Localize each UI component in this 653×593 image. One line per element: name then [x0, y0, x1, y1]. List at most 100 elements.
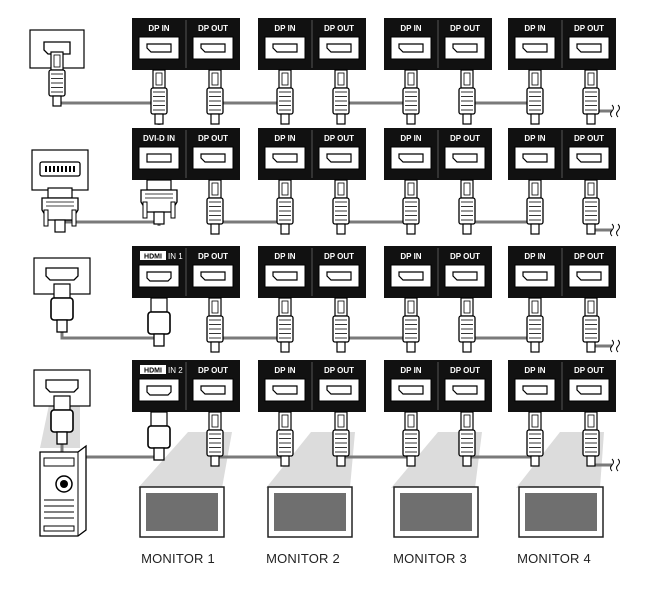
plug-r2-m2-out-strain	[336, 223, 346, 235]
plug-r3-m3-out-tip-inner	[463, 300, 471, 314]
source-3-plug-tip	[53, 283, 71, 299]
panel-r2-m2-in-label: DP IN	[274, 134, 295, 143]
source-2-plug-strain	[54, 219, 66, 233]
plug-r4-m4-in-strain	[530, 455, 540, 467]
panel-r3-m3-out-label: DP OUT	[450, 252, 480, 261]
plug-r2-m2-in-strain	[280, 223, 290, 235]
source-2-pin-3	[57, 166, 59, 172]
source-3-plug-strain	[56, 319, 68, 333]
panel-r4-m1-in-hdmi-suffix: IN 2	[168, 366, 183, 375]
plug-r4-m3-in-strain	[406, 455, 416, 467]
panel-r1-m4-in-label: DP IN	[524, 24, 545, 33]
panel-r2-m1-out-dp-socket	[200, 153, 226, 163]
plug-r3-m4-out-strain	[586, 341, 596, 353]
plug-r3-m4-out-tip-inner	[587, 300, 595, 314]
plug-r4-m4-out-tip-inner	[587, 414, 595, 428]
pc-tower-fan-hub	[60, 480, 68, 488]
plug-r4-m1-out-tip-inner	[211, 414, 219, 428]
source-4-plug	[50, 395, 74, 445]
plug-r4-m2-in-tip-inner	[281, 414, 289, 428]
panel-r1-m3-out-label: DP OUT	[450, 24, 480, 33]
panel-r4-m3-in-dp-socket	[398, 385, 424, 395]
panel-r2-m2-out-dp-socket	[326, 153, 352, 163]
plug-r4-m2-in-strain	[280, 455, 290, 467]
panel-r1-m1-out-dp-socket	[200, 43, 226, 53]
plug-r2-m3-in-strain	[406, 223, 416, 235]
source-1-plug-tip-inner	[53, 54, 61, 68]
panel-r3-m3-in-label: DP IN	[400, 252, 421, 261]
panel-r2-m4-out-label: DP OUT	[574, 134, 604, 143]
plug-r3-m1-out-strain	[210, 341, 220, 353]
plug-r2-m1-out-tip-inner	[211, 182, 219, 196]
plug-r1-m1-in-strain	[154, 113, 164, 125]
plug-r3-m4-out	[582, 297, 600, 353]
plug-r1-m3-in-tip-inner	[407, 72, 415, 86]
source-2-pin-7	[73, 166, 75, 172]
source-4-plug-body	[50, 409, 74, 433]
plug-r2-m1-in	[140, 179, 178, 225]
source-1-plug	[48, 51, 66, 107]
plug-r1-m4-in	[526, 69, 544, 125]
cable-r1-m1-to-m2	[213, 101, 287, 124]
source-3-plug-body	[50, 297, 74, 321]
monitor-2-display	[274, 493, 346, 531]
monitor-4-display	[525, 493, 597, 531]
panel-r4-m1-in-hdmi-socket	[146, 385, 172, 396]
source-2-pin-0	[45, 166, 47, 172]
monitor-2-screen	[267, 486, 353, 538]
plug-r3-m3-in-tip-inner	[407, 300, 415, 314]
panel-r2-m1-in-label: DVI-D IN	[143, 134, 175, 143]
pc-tower-bay-1	[43, 457, 75, 467]
plug-r1-m2-out	[332, 69, 350, 125]
plug-r2-m4-out	[582, 179, 600, 235]
plug-r3-m4-in-strain	[530, 341, 540, 353]
panel-r1-m2-in-dp-socket	[272, 43, 298, 53]
plug-r2-m1-in-screw-r	[170, 201, 176, 219]
source-4-hdmi-socket	[45, 379, 79, 393]
panel-r4-m3-in-label: DP IN	[400, 366, 421, 375]
source-1-plug-strain	[52, 95, 62, 107]
cable-r3-break	[610, 339, 620, 353]
plug-r3-m1-out-tip-inner	[211, 300, 219, 314]
plug-r2-m3-out-tip-inner	[463, 182, 471, 196]
plug-r2-m1-in-strain	[153, 211, 165, 225]
plug-r2-m1-in-tip	[146, 179, 172, 191]
plug-r3-m1-in-tip	[150, 297, 168, 313]
panel-r3-m4-out-label: DP OUT	[574, 252, 604, 261]
plug-r4-m1-in	[147, 411, 171, 461]
plug-r3-m2-in-strain	[280, 341, 290, 353]
panel-r1-m2-out-label: DP OUT	[324, 24, 354, 33]
plug-r2-m3-out-strain	[462, 223, 472, 235]
plug-r1-m1-out	[206, 69, 224, 125]
plug-r2-m1-in-screw-l	[142, 201, 148, 219]
plug-r2-m2-out	[332, 179, 350, 235]
plug-r4-m1-in-strain	[153, 447, 165, 461]
plug-r4-m3-out-strain	[462, 455, 472, 467]
plug-r4-m1-in-body	[147, 425, 171, 449]
plug-r1-m2-in-tip-inner	[281, 72, 289, 86]
panel-r1-m1-in-label: DP IN	[148, 24, 169, 33]
source-2-pin-2	[53, 166, 55, 172]
panel-r4-m2-out-label: DP OUT	[324, 366, 354, 375]
cable-r2-m3-to-m4	[465, 220, 537, 234]
plug-r1-m4-out-strain	[586, 113, 596, 125]
plug-r2-m4-out-tip-inner	[587, 182, 595, 196]
plug-r1-m2-in	[276, 69, 294, 125]
panel-r3-m4-in-label: DP IN	[524, 252, 545, 261]
plug-r3-m3-out	[458, 297, 476, 353]
plug-r1-m4-in-strain	[530, 113, 540, 125]
cable-r1-m3-to-m4	[465, 101, 537, 124]
plug-r1-m1-out-tip-inner	[211, 72, 219, 86]
plug-r1-m2-out-tip-inner	[337, 72, 345, 86]
cable-source-1	[55, 101, 161, 125]
beam-4	[516, 432, 604, 488]
monitor-1-screen	[139, 486, 225, 538]
plug-r4-m1-out	[206, 411, 224, 467]
plug-r1-m4-out	[582, 69, 600, 125]
